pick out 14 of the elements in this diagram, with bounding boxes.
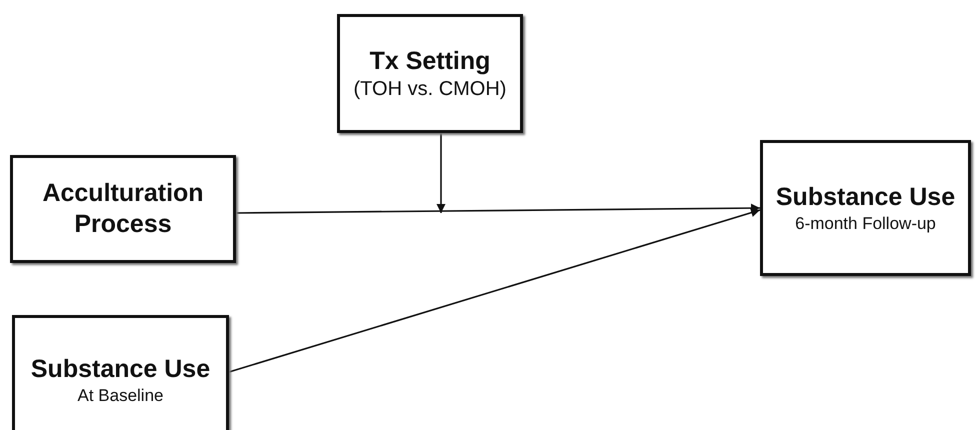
arrow	[236, 204, 760, 214]
node-title: Acculturation Process	[41, 178, 205, 240]
node-title: Substance Use	[776, 182, 956, 213]
node-title: Substance Use	[30, 354, 210, 385]
node-subtitle: At Baseline	[78, 385, 164, 406]
node-title: Tx Setting	[370, 46, 490, 77]
node-subtitle: 6-month Follow-up	[795, 213, 936, 234]
node-subtitle: (TOH vs. CMOH)	[354, 77, 506, 101]
variable-box	[10, 155, 236, 263]
variable-box	[760, 140, 971, 276]
variable-box	[337, 14, 523, 133]
variable-box	[12, 315, 229, 430]
arrow	[436, 133, 446, 213]
arrow	[228, 208, 760, 373]
